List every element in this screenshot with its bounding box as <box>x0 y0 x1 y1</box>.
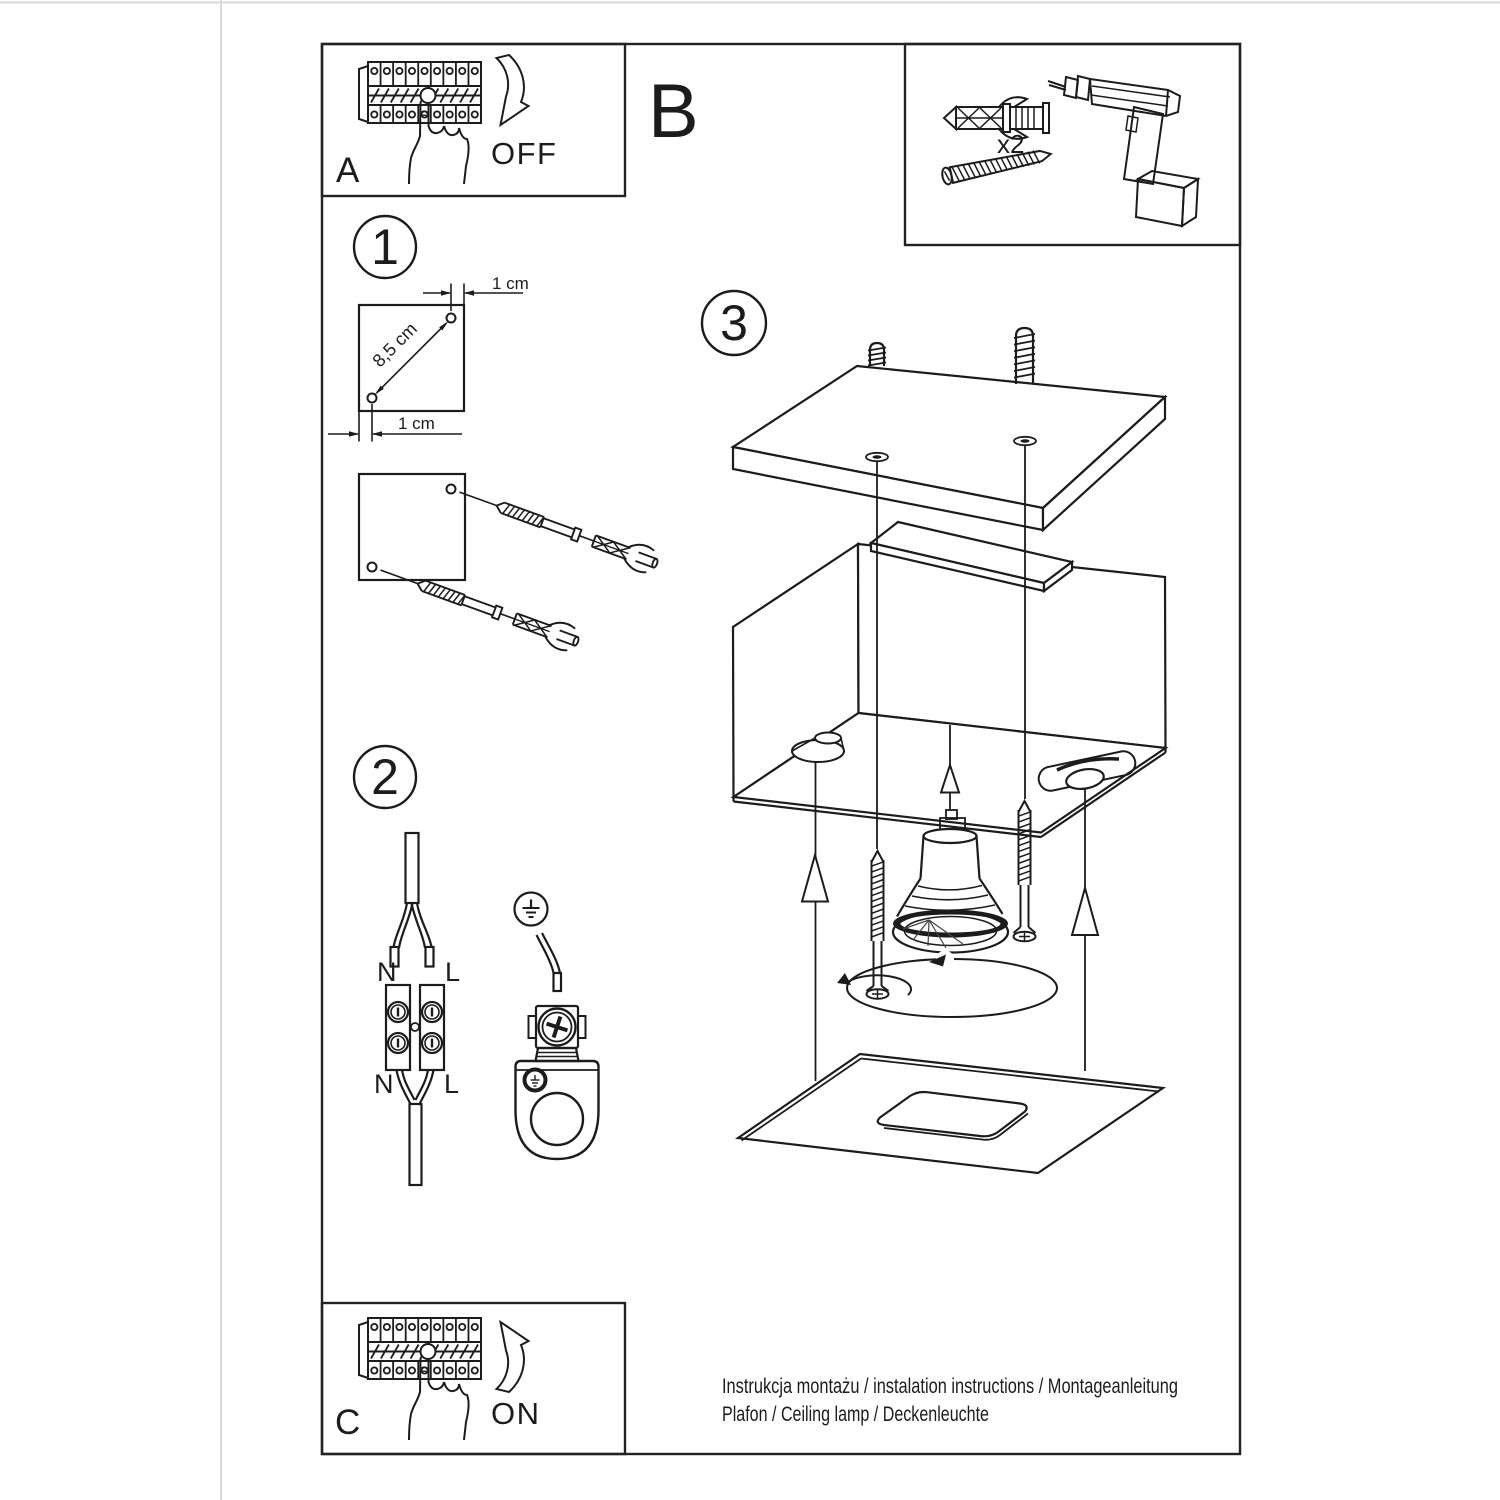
ground-symbol-icon <box>513 891 549 927</box>
box-c-border <box>320 1301 627 1456</box>
mounting-liner <box>868 520 1075 594</box>
assembly-arrow-right <box>1070 884 1100 936</box>
rotation-arrow-icon <box>837 950 1058 1018</box>
step-2-badge <box>352 744 418 810</box>
plate-screw-right <box>1014 326 1035 384</box>
assembly-arrow-center <box>939 761 961 794</box>
box-a-border <box>320 42 627 198</box>
parts-box-border <box>903 42 1242 247</box>
box-c-label: C <box>335 1403 360 1442</box>
parts-box: x2 <box>941 74 1201 228</box>
step-2: 2 N L N L <box>352 744 600 1187</box>
dim-diagonal-label: 8,5 cm <box>369 319 421 371</box>
ceiling-plate <box>730 326 1168 533</box>
label-l-bottom: L <box>444 1069 459 1099</box>
screw-icon <box>941 149 1053 186</box>
step-3-number: 3 <box>720 295 748 351</box>
gu10-bulb-icon <box>891 809 1010 954</box>
box-a-label: A <box>336 151 360 190</box>
on-arrow-icon <box>494 1319 531 1394</box>
terminal-block-icon <box>384 983 446 1072</box>
label-l-top: L <box>445 957 460 987</box>
wall-plug-icon <box>942 96 1050 140</box>
off-arrow-icon <box>494 53 531 128</box>
off-label: OFF <box>491 136 558 171</box>
ground-terminal-icon <box>514 932 600 1161</box>
on-label: ON <box>491 1396 541 1431</box>
assembly-arrow-left <box>800 851 830 903</box>
footer-line-1: Instrukcja montażu / instalation instruc… <box>722 1375 1178 1398</box>
step-1-badge <box>352 214 418 280</box>
footer-text: Instrukcja montażu / instalation instruc… <box>722 1375 1178 1426</box>
drill-icon <box>1047 74 1201 228</box>
section-b-label: B <box>648 69 699 154</box>
footer-line-2: Plafon / Ceiling lamp / Deckenleuchte <box>722 1403 989 1426</box>
dimension-lines <box>328 283 523 442</box>
dim-bottom-label: 1 cm <box>398 414 435 433</box>
step-3-badge <box>700 289 768 357</box>
mounting-square-2 <box>357 472 467 582</box>
label-n-top: N <box>377 957 397 987</box>
step-a-power-off: A OFF <box>336 53 558 190</box>
step-2-number: 2 <box>371 749 399 805</box>
step-c-power-on: C ON <box>335 1317 541 1442</box>
main-border <box>320 42 1242 1456</box>
step-1-number: 1 <box>371 219 399 275</box>
label-n-bottom: N <box>374 1069 394 1099</box>
long-screw-right <box>1012 798 1037 943</box>
power-cable-icon <box>389 831 435 968</box>
glass-diffuser-plate <box>734 1052 1167 1175</box>
long-screw-left <box>865 848 890 1000</box>
cable-merge <box>395 1069 435 1187</box>
mounting-square <box>357 303 466 413</box>
step-1: 1 1 cm 8,5 cm 1 cm <box>328 214 663 656</box>
step-3: 3 <box>700 289 1169 1175</box>
dim-top-label: 1 cm <box>492 274 529 293</box>
quantity-label: x2 <box>997 129 1024 159</box>
